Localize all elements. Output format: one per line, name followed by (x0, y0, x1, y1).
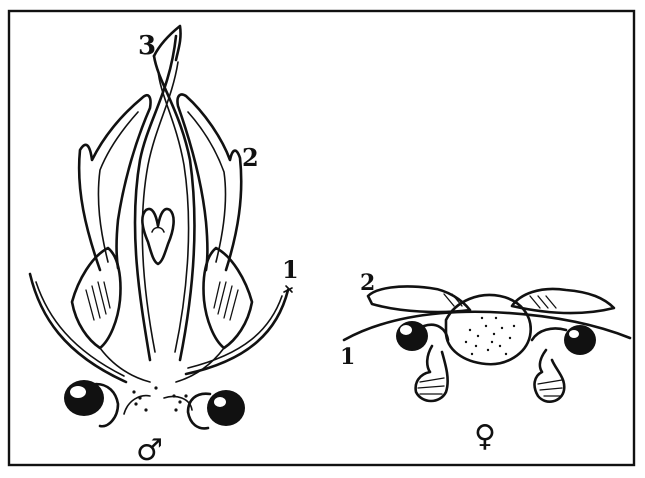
left-long-appendage (30, 274, 126, 382)
left-valve (79, 95, 150, 270)
right-eye-stalk (188, 394, 210, 429)
male-head-dots (132, 386, 187, 411)
right-long-appendage (186, 290, 288, 374)
left-long-appendage-inner (36, 282, 124, 376)
label-2-right: 2 (360, 270, 375, 296)
female-right-segment-hatching (538, 380, 562, 396)
female-left-segment-hatching (418, 378, 444, 394)
female-symbol: ♀ (474, 419, 496, 454)
male-head-outline (124, 396, 192, 414)
male-base (100, 348, 224, 382)
female-left-eye-highlight (400, 325, 412, 335)
female-central-dome (446, 295, 531, 364)
male-specimen (30, 26, 292, 428)
label-3: 3 (138, 31, 156, 61)
stylet-tip (154, 26, 181, 60)
female-right-segment (535, 350, 565, 402)
label-1-right: 1 (340, 344, 355, 370)
female-right-eye (564, 325, 596, 355)
female-left-segment (416, 346, 448, 401)
right-eye (207, 390, 245, 426)
central-stylet-left (135, 36, 176, 360)
female-right-eye-highlight (569, 330, 579, 338)
right-plate-hatching (214, 282, 238, 320)
female-right-eye-stalk (532, 328, 566, 340)
median-notch (152, 228, 164, 233)
female-right-plate (512, 289, 614, 313)
right-eye-highlight (214, 397, 226, 407)
female-stippling (465, 317, 515, 355)
label-1-left: 1 (282, 255, 299, 284)
median-lobe (142, 209, 173, 264)
left-eye-highlight (70, 386, 86, 398)
left-eye (64, 380, 104, 416)
label-2-left: 2 (242, 143, 259, 172)
left-valve-inner (98, 112, 138, 262)
female-specimen (344, 286, 630, 401)
right-valve (177, 94, 241, 270)
male-symbol: ♂ (136, 433, 163, 468)
left-plate-hatching (86, 282, 110, 320)
